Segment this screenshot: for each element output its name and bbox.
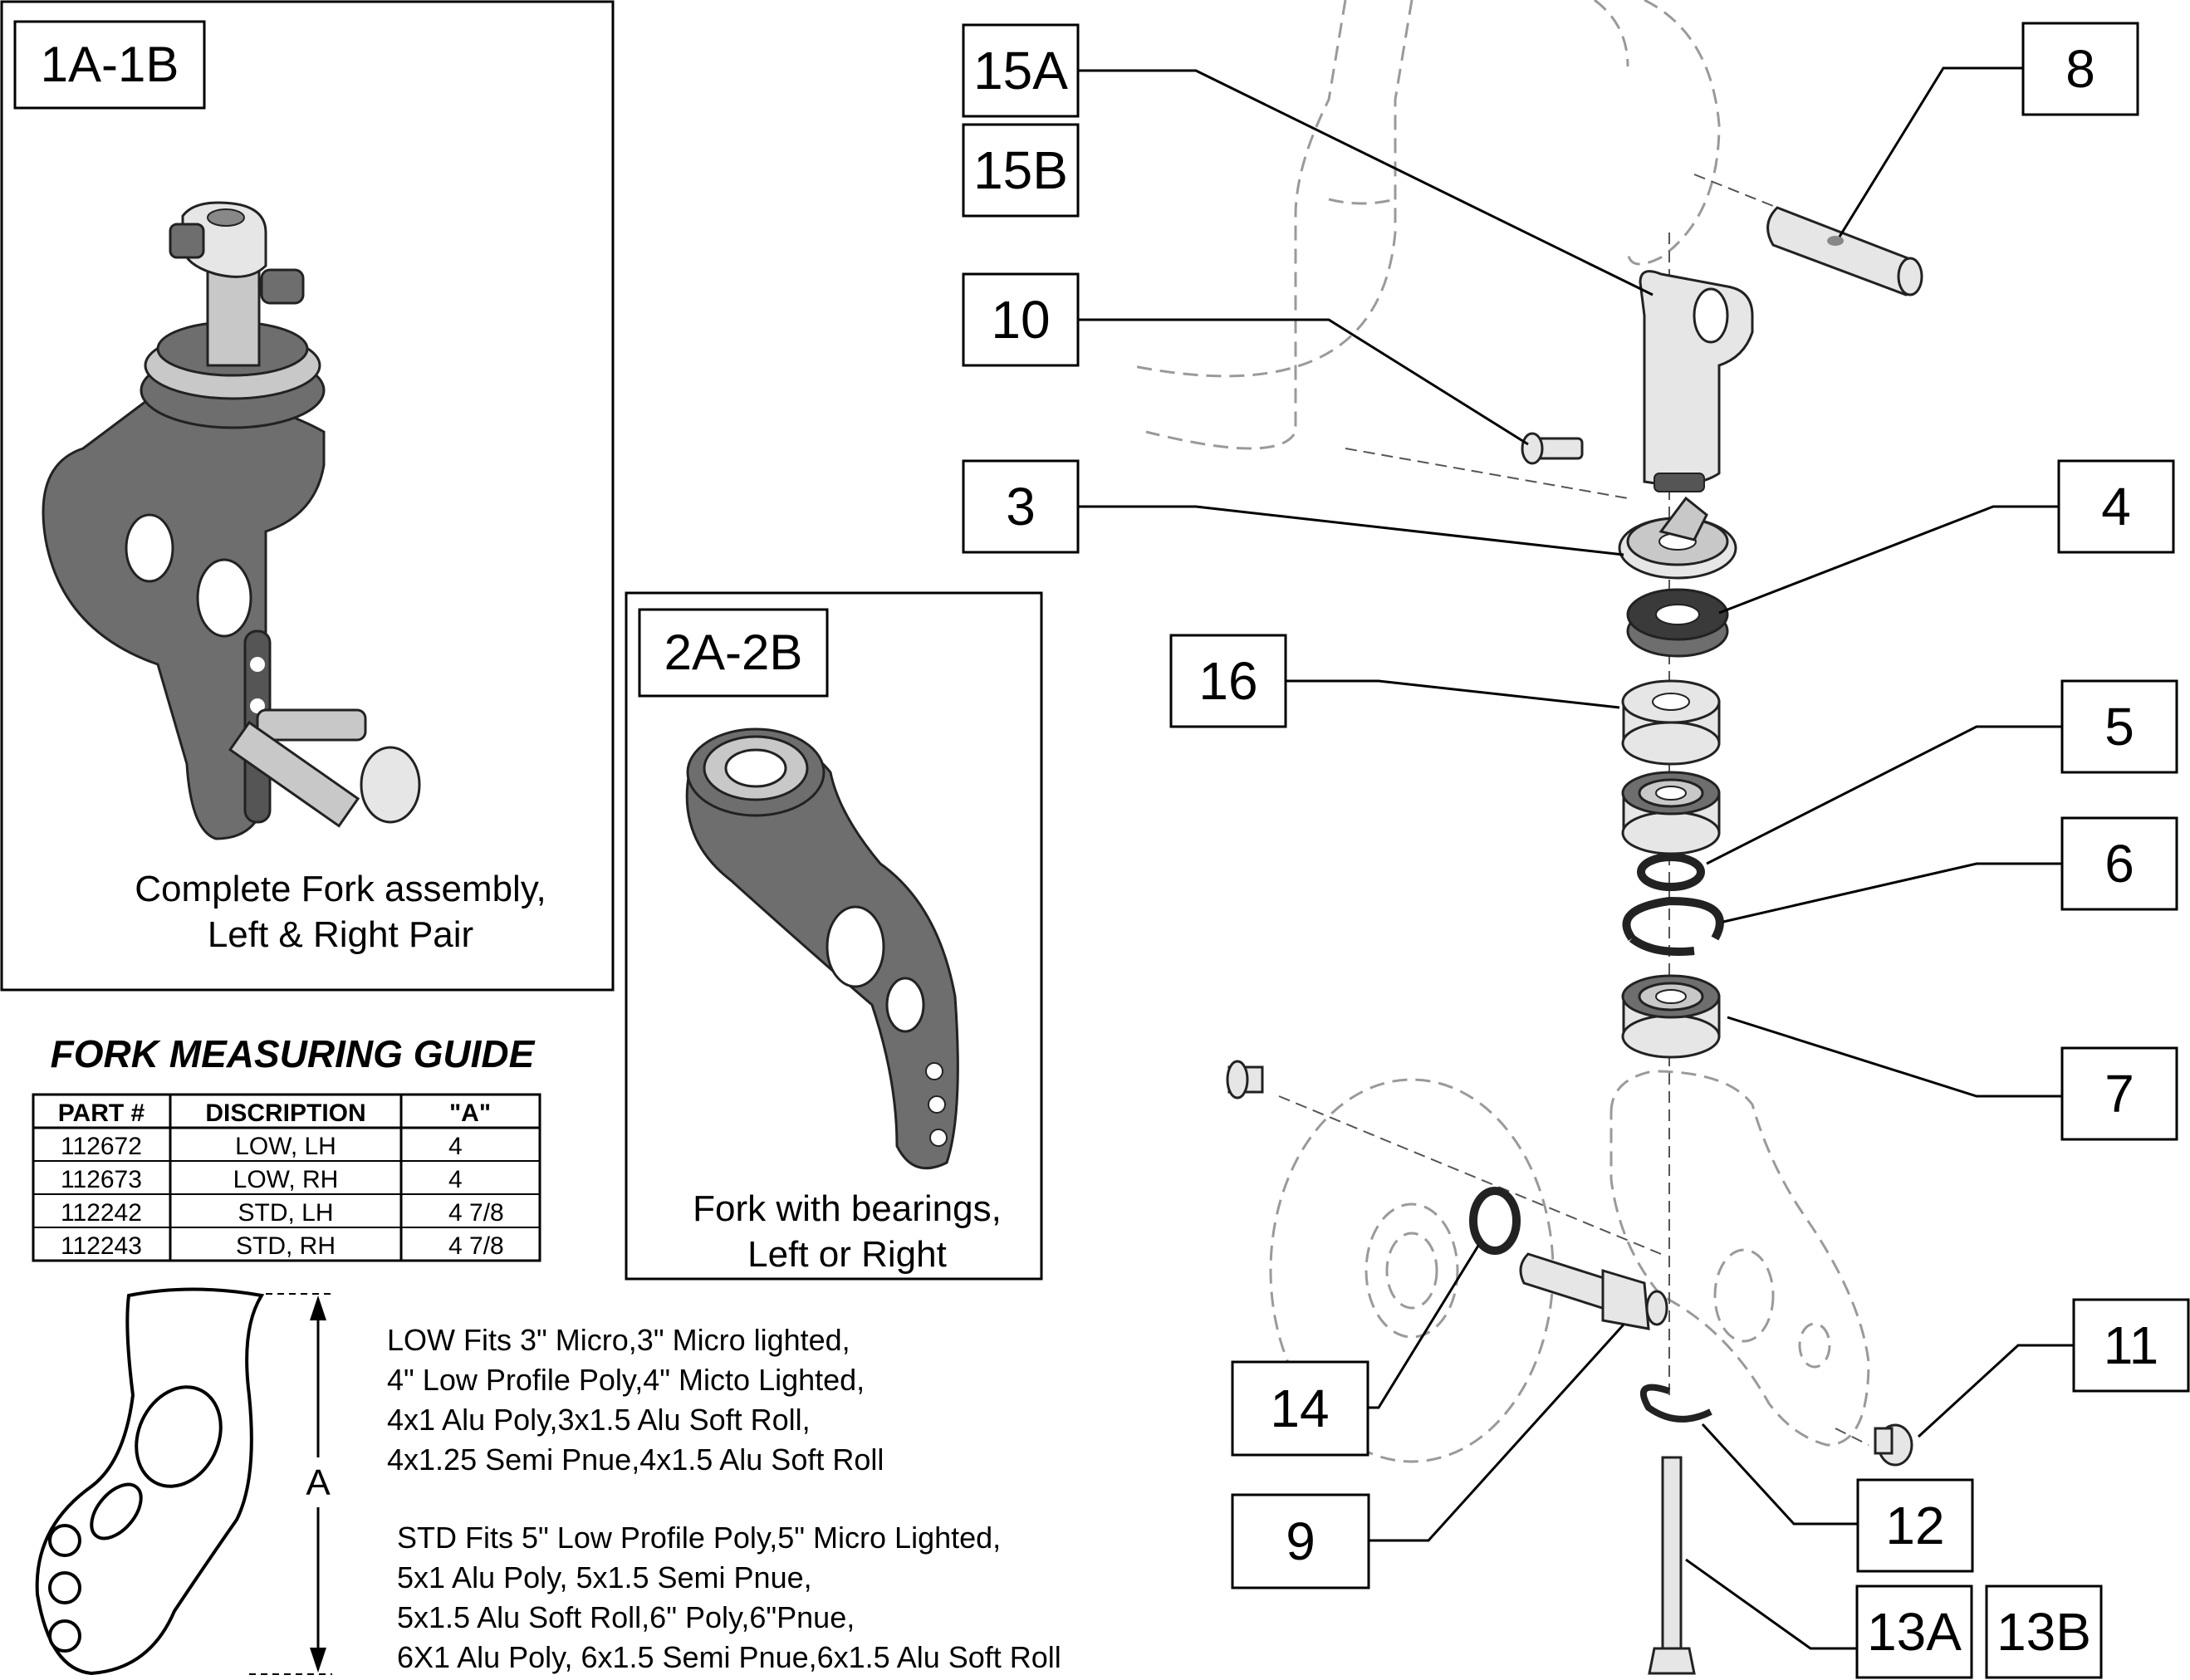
e-clip-part-12 — [1639, 1384, 1712, 1423]
callout-14-label: 14 — [1270, 1379, 1329, 1438]
callout-15b: 15B — [962, 123, 1080, 218]
callout-3: 3 — [962, 459, 1080, 554]
callout-6-label: 6 — [2104, 834, 2134, 894]
callout-15b-label: 15B — [973, 140, 1068, 200]
fork-measuring-guide: FORK MEASURING GUIDE PART # DISCRIPTION … — [32, 1032, 1061, 1676]
table-cell: 112672 — [61, 1133, 142, 1160]
exploded-view: 15A 15B 8 10 3 4 16 5 — [962, 0, 2190, 1679]
callout-9: 9 — [1231, 1493, 1370, 1589]
table-header-part: PART # — [58, 1100, 145, 1127]
callout-8-label: 8 — [2065, 39, 2095, 99]
guide-table: PART # DISCRIPTION "A" 112672 LOW, LH 4 … — [32, 1093, 541, 1262]
low-fits-text: LOW Fits 3" Micro,3" Micro lighted, 4" L… — [387, 1323, 884, 1477]
table-header-a: "A" — [449, 1100, 491, 1127]
callout-5-label: 5 — [2104, 697, 2134, 757]
low-fits-line: 4" Low Profile Poly,4" Micto Lighted, — [387, 1363, 865, 1397]
table-cell: LOW, LH — [235, 1133, 336, 1160]
axle-part-9 — [1519, 1252, 1668, 1330]
pin-part-8 — [1766, 206, 1923, 296]
std-fits-line: 5x1 Alu Poly, 5x1.5 Semi Pnue, — [397, 1560, 812, 1594]
callout-11-label: 11 — [2104, 1315, 2158, 1375]
table-cell: 4 — [448, 1133, 463, 1160]
panel-1-label: 1A-1B — [41, 37, 179, 92]
screw-part-10 — [1521, 432, 1584, 465]
panel-1-caption-line-2: Left & Right Pair — [208, 914, 473, 955]
cap-part — [1226, 1060, 1264, 1100]
callout-12-label: 12 — [1885, 1496, 1944, 1555]
dimension-a-label: A — [306, 1462, 331, 1503]
spacer-part-16 — [1621, 679, 1721, 766]
stem-part-15 — [1639, 270, 1754, 492]
panel-2-caption-line-2: Left or Right — [747, 1234, 947, 1275]
screw-part-11 — [1874, 1423, 1913, 1467]
callout-7-label: 7 — [2104, 1064, 2134, 1124]
std-fits-text: STD Fits 5" Low Profile Poly,5" Micro Li… — [397, 1521, 1061, 1674]
panel-1-caption-line-1: Complete Fork assembly, — [135, 869, 546, 909]
low-fits-line: 4x1.25 Semi Pnue,4x1.5 Alu Soft Roll — [387, 1442, 884, 1477]
callout-6: 6 — [2060, 816, 2178, 911]
panel-2-caption-line-1: Fork with bearings, — [693, 1188, 1002, 1229]
callout-8: 8 — [2021, 22, 2139, 116]
std-fits-line: STD Fits 5" Low Profile Poly,5" Micro Li… — [397, 1521, 1001, 1555]
fork-outline-drawing: A — [35, 1287, 339, 1676]
callout-10-label: 10 — [991, 290, 1050, 350]
callout-4-label: 4 — [2101, 477, 2131, 536]
callout-13b: 13B — [1985, 1584, 2103, 1679]
callout-12: 12 — [1856, 1478, 1974, 1573]
washer-part-5 — [1637, 853, 1705, 891]
washer-part-14 — [1469, 1187, 1521, 1255]
nut-part-4 — [1626, 588, 1729, 658]
leader-lines — [1078, 66, 2074, 1650]
lock-ring-part-3 — [1618, 496, 1737, 580]
callout-14: 14 — [1231, 1360, 1369, 1457]
bearing-part-7 — [1621, 974, 1721, 1059]
bolt-part-13 — [1648, 1456, 1696, 1675]
fork-with-bearings-illustration — [685, 727, 959, 1170]
callout-15a: 15A — [962, 23, 1080, 118]
low-fits-line: LOW Fits 3" Micro,3" Micro lighted, — [387, 1323, 850, 1357]
panel-1a-1b: 1A-1B Complete Fork assembly, Left & Rig… — [0, 0, 615, 992]
table-cell: STD, RH — [236, 1232, 336, 1260]
low-fits-line: 4x1 Alu Poly,3x1.5 Alu Soft Roll, — [387, 1403, 811, 1437]
bearing-upper — [1621, 771, 1721, 855]
table-cell: LOW, RH — [233, 1166, 339, 1193]
table-cell: STD, LH — [238, 1199, 333, 1227]
table-cell: 4 — [448, 1166, 463, 1193]
guide-title: FORK MEASURING GUIDE — [51, 1032, 536, 1075]
callout-3-label: 3 — [1006, 477, 1036, 536]
table-cell: 4 7/8 — [448, 1199, 504, 1227]
table-cell: 112673 — [61, 1166, 142, 1193]
std-fits-line: 6X1 Alu Poly, 6x1.5 Semi Pnue,6x1.5 Alu … — [397, 1640, 1061, 1674]
clip-part-6 — [1622, 896, 1724, 956]
panel-2a-2b: 2A-2B Fork with bearings, Left or Right — [625, 591, 1043, 1281]
callout-7: 7 — [2060, 1046, 2178, 1141]
callout-13a: 13A — [1855, 1584, 1973, 1679]
callout-13b-label: 13B — [1996, 1602, 2091, 1662]
callout-9-label: 9 — [1286, 1511, 1315, 1571]
callout-10: 10 — [962, 272, 1080, 367]
table-header-description: DISCRIPTION — [205, 1100, 365, 1127]
panel-2-label: 2A-2B — [664, 624, 803, 680]
callout-11: 11 — [2072, 1298, 2190, 1393]
table-cell: 112243 — [61, 1232, 142, 1260]
table-cell: 4 7/8 — [448, 1232, 504, 1260]
callout-16: 16 — [1169, 634, 1287, 728]
std-fits-line: 5x1.5 Alu Soft Roll,6" Poly,6"Pnue, — [397, 1600, 855, 1634]
complete-fork-assembly-illustration — [42, 201, 421, 840]
table-cell: 112242 — [61, 1199, 142, 1227]
callout-15a-label: 15A — [973, 41, 1068, 100]
callout-16-label: 16 — [1198, 651, 1257, 711]
callout-5: 5 — [2060, 679, 2178, 774]
callout-13a-label: 13A — [1867, 1602, 1962, 1662]
callout-4: 4 — [2057, 459, 2175, 554]
